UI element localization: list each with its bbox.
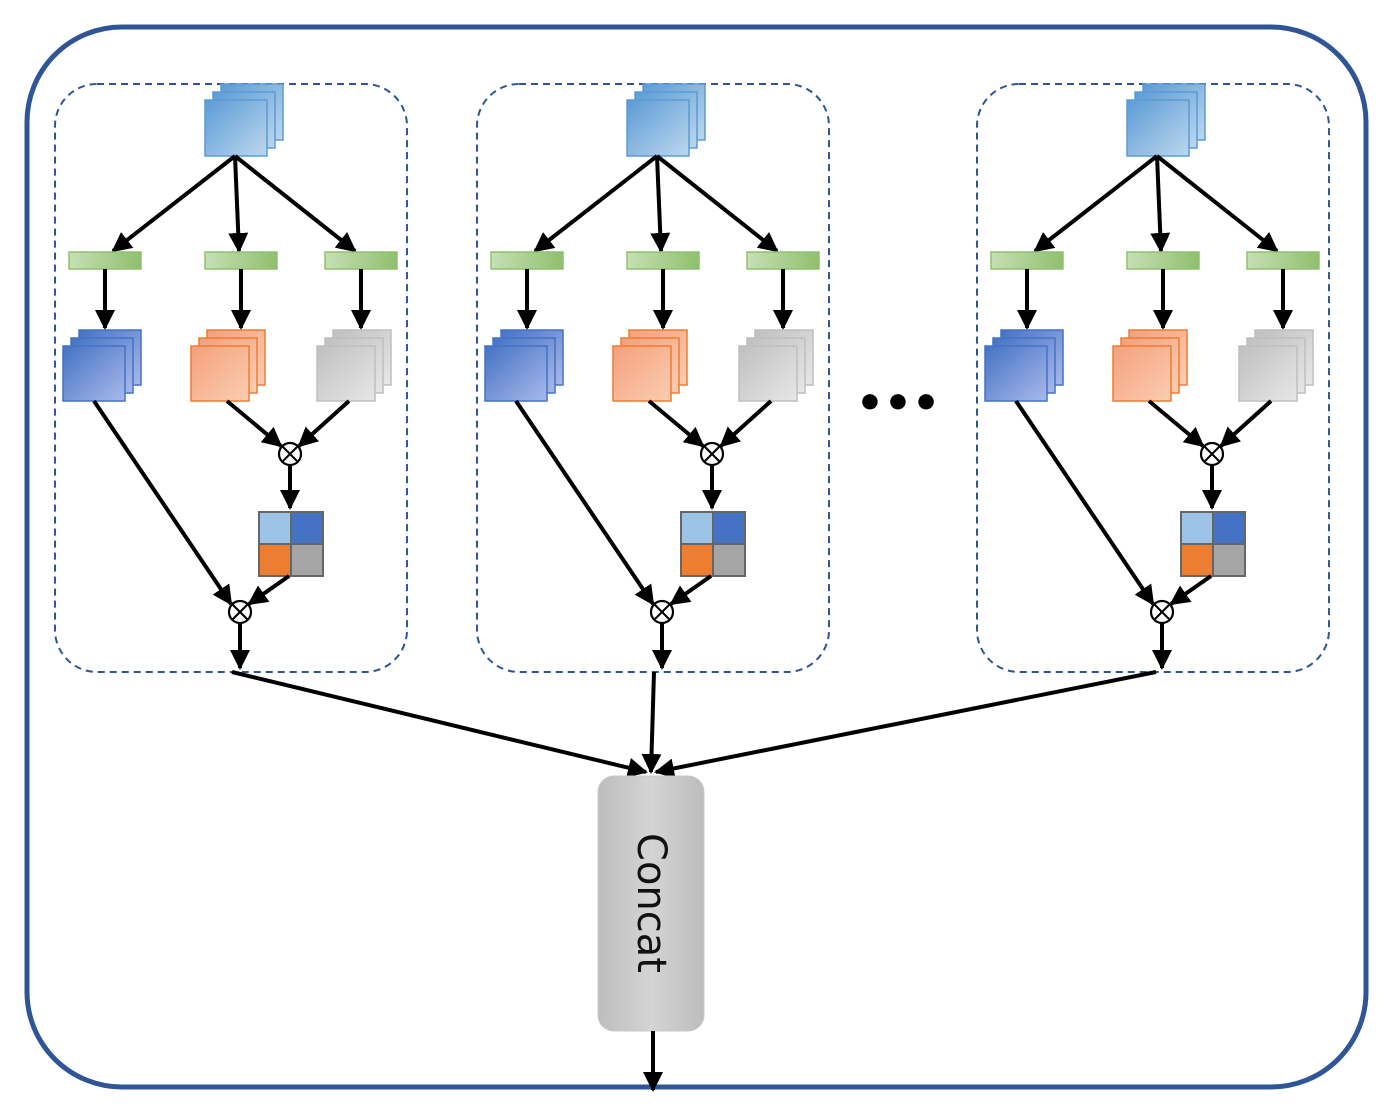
matrix-cell-bottom-left [680,543,714,577]
matrix-cell-bottom-left [1180,543,1214,577]
multiply-q-attention-cross-b [1154,604,1170,620]
arrow-head1-to-concat [231,670,648,778]
matrix-cell-top-right [712,511,746,545]
circled-times-icon [277,441,303,467]
value-feature-map-sheet [316,345,376,402]
multiply-q-attention-cross-b [654,604,670,620]
linear-q-layer [68,251,142,270]
matrix-cell-bottom-left [258,543,292,577]
concat-label: Concat [628,833,674,973]
multiply-q-attention-cross-b [232,604,248,620]
matrix-cell-top-left [680,511,714,545]
matrix-cell-top-right [1212,511,1246,545]
linear-k-layer [626,251,700,270]
matrix-cell-top-left [1180,511,1214,545]
arrow-key-to-multiply [1147,399,1205,448]
arrow-input-to-linear-k [228,155,249,253]
concat-input-arrows [231,670,1157,779]
arrow-value-to-multiply [297,399,351,448]
arrow-value-to-multiply [719,399,773,448]
matrix-cell-top-right [290,511,324,545]
key-feature-map-sheet [612,345,672,402]
attention-head-3 [976,83,1330,673]
value-feature-map-sheet [738,345,798,402]
ellipsis-icon: ••• [856,378,940,429]
input-feature-map-sheet [626,99,690,157]
multiply-kv-cross-b [704,446,720,462]
query-feature-map-sheet [62,345,126,402]
key-feature-map-sheet [190,345,250,402]
arrow-input-to-linear-v [1155,154,1279,253]
arrow-query-to-multiply [92,399,233,606]
circled-times-icon [699,441,725,467]
linear-q-layer [990,251,1064,270]
linear-v-layer [746,251,820,270]
arrow-query-to-multiply [1014,399,1155,606]
arrow-value-to-multiply [1219,399,1273,448]
circled-times-icon [227,599,253,625]
multiply-kv-cross-b [282,446,298,462]
value-feature-map-sheet [1238,345,1298,402]
arrow-head3-to-concat [654,670,1157,779]
arrow-query-to-multiply [514,399,655,606]
matrix-cell-top-left [258,511,292,545]
input-feature-map-sheet [1126,99,1190,157]
arrow-matrix-to-multiply [669,574,713,606]
linear-k-layer [204,251,278,270]
circled-times-icon [1199,441,1225,467]
linear-v-layer [324,251,398,270]
arrow-input-to-linear-v [233,154,357,253]
multiply-kv-cross-b [1204,446,1220,462]
arrow-input-to-linear-v [655,154,779,253]
matrix-cell-bottom-right [1212,543,1246,577]
arrow-input-to-linear-k [1150,155,1171,253]
linear-k-layer [1126,251,1200,270]
matrix-cell-bottom-right [712,543,746,577]
matrix-cell-bottom-right [290,543,324,577]
circled-times-icon [1149,599,1175,625]
query-feature-map-sheet [484,345,548,402]
input-feature-map-sheet [204,99,268,157]
linear-q-layer [490,251,564,270]
arrow-matrix-to-multiply [247,574,291,606]
circled-times-icon [649,599,675,625]
arrow-key-to-multiply [225,399,283,448]
arrow-input-to-linear-q [1033,154,1159,253]
arrow-key-to-multiply [647,399,705,448]
linear-v-layer [1246,251,1320,270]
key-feature-map-sheet [1112,345,1172,402]
attention-heads [54,83,1330,673]
arrow-matrix-to-multiply [1169,574,1213,606]
attention-head-2 [476,83,830,673]
attention-head-1 [54,83,408,673]
query-feature-map-sheet [984,345,1048,402]
arrow-input-to-linear-q [111,154,237,253]
arrow-input-to-linear-q [533,154,659,253]
arrow-input-to-linear-k [650,155,671,253]
arrow-head2-to-concat [641,671,662,774]
